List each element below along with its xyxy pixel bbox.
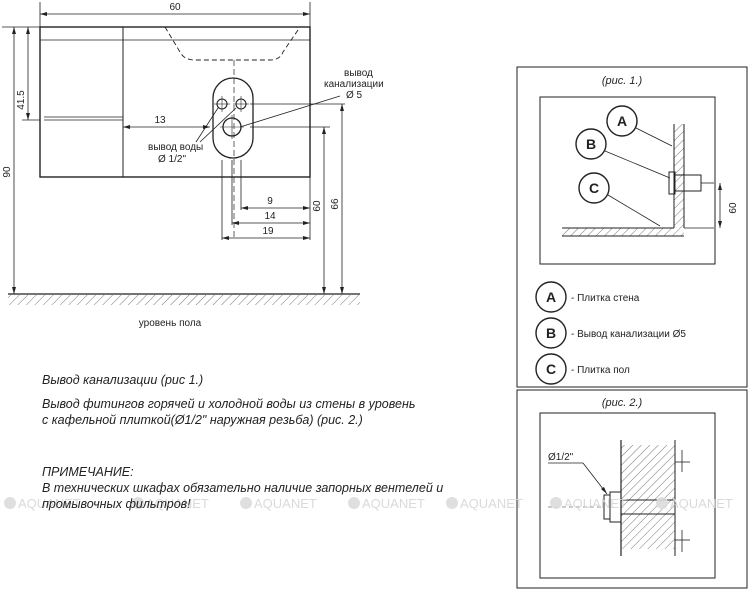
fig2-diameter-label: Ø1/2" <box>548 452 574 463</box>
watermark-1: AQUANET <box>18 496 81 511</box>
legend-text-a: - Плитка стена <box>571 293 640 304</box>
sewer-diameter-label: Ø 5 <box>346 90 363 101</box>
note-water-line1: Вывод фитингов горячей и холодной воды и… <box>42 397 416 411</box>
legend-letter-b: B <box>546 325 556 341</box>
legend-letter-a: A <box>546 289 556 305</box>
floor-level-label: уровень пола <box>139 318 202 329</box>
fig1-callout-a: A <box>617 113 627 129</box>
legend-letter-c: C <box>546 361 556 377</box>
fig2-title: (рис. 2.) <box>602 397 643 409</box>
fig1-callout-c: C <box>589 180 599 196</box>
water-outlet-label: вывод воды <box>148 142 203 153</box>
dim-9: 9 <box>267 196 273 207</box>
remark-title: ПРИМЕЧАНИЕ: <box>42 465 134 479</box>
dim-offset-13: 13 <box>154 115 166 126</box>
dim-14: 14 <box>264 211 276 222</box>
legend-text-b: - Вывод канализации Ø5 <box>571 329 686 340</box>
watermark-7: AQUANET <box>670 496 733 511</box>
sewer-outlet-label-2: канализации <box>324 79 384 90</box>
remark-block: ПРИМЕЧАНИЕ: В технических шкафах обязате… <box>42 464 443 512</box>
dim-19: 19 <box>262 226 274 237</box>
sewer-outlet-label-1: вывод <box>344 68 373 79</box>
dim-height-41-5: 41.5 <box>16 90 27 110</box>
water-diameter-label: Ø 1/2" <box>158 154 186 165</box>
dim-vertical-66: 66 <box>330 198 341 210</box>
watermark-2: AQUANET <box>146 496 209 511</box>
watermarks: AQUANET AQUANET AQUANET AQUANET AQUANET … <box>4 496 733 511</box>
installation-notes: Вывод канализации (рис 1.) Вывод фитинго… <box>42 372 415 428</box>
watermark-4: AQUANET <box>362 496 425 511</box>
figure-2: (рис. 2.) Ø1/2" <box>516 389 748 589</box>
watermark-3: AQUANET <box>254 496 317 511</box>
dim-height-90: 90 <box>2 166 13 178</box>
remark-line2: промывочных фильтров! <box>42 497 191 511</box>
watermark-6: AQUANET <box>564 496 627 511</box>
note-water-line2: с кафельной плиткой(Ø1/2" наружная резьб… <box>42 413 363 427</box>
note-sewer: Вывод канализации (рис 1.) <box>42 373 204 387</box>
fig1-callout-b: B <box>586 136 596 152</box>
dim-width-60: 60 <box>169 2 181 13</box>
figure-1: (рис. 1.) 60 A B C A - Плитка стена <box>516 66 748 388</box>
cabinet-front-view: 60 90 41.5 <box>2 2 384 329</box>
dim-vertical-60: 60 <box>312 200 323 212</box>
fig1-dim-60: 60 <box>728 202 739 214</box>
fig1-title: (рис. 1.) <box>602 75 643 87</box>
legend-text-c: - Плитка пол <box>571 365 630 376</box>
remark-line1: В технических шкафах обязательно наличие… <box>42 481 444 495</box>
watermark-5: AQUANET <box>460 496 523 511</box>
